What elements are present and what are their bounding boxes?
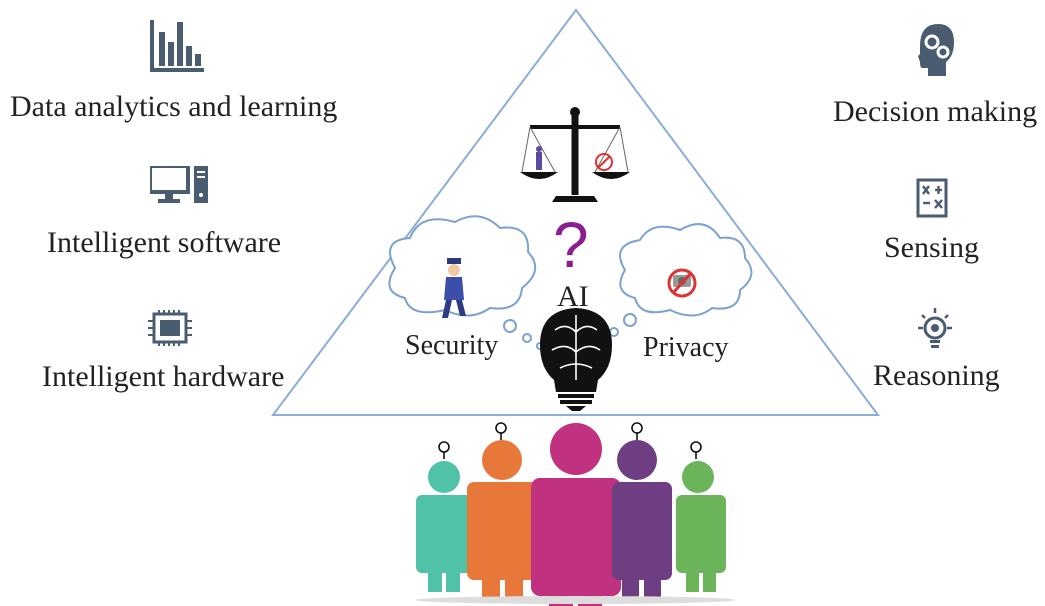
computer-icon: [150, 166, 208, 206]
lightbulb-icon: [914, 308, 956, 354]
left-item-label-1: Data analytics and learning: [10, 90, 338, 123]
balance-scale-icon: [520, 107, 630, 202]
formula-sheet-icon: [916, 178, 948, 218]
idea-bulbs: [438, 422, 702, 459]
right-item-label-2: Sensing: [884, 231, 980, 264]
chip-icon: [148, 310, 192, 346]
brain-lightbulb-icon: [540, 308, 612, 411]
person-1: [416, 461, 472, 592]
security-cloud: [388, 215, 544, 350]
people-group: [415, 422, 735, 606]
person-5: [676, 461, 726, 592]
ai-triangle: [271, 8, 880, 416]
bar-chart-icon: [150, 18, 204, 74]
privacy-label: Privacy: [643, 332, 729, 363]
head-gears-icon: [916, 22, 956, 76]
left-item-label-2: Intelligent software: [47, 226, 282, 259]
person-3: [531, 423, 621, 606]
right-item-label-1: Decision making: [833, 95, 1038, 128]
person-4: [612, 440, 672, 599]
question-mark: ?: [553, 209, 589, 281]
right-item-label-3: Reasoning: [873, 359, 1000, 392]
no-camera-icon: [667, 268, 697, 298]
ai-label: AI: [557, 280, 589, 313]
person-2: [467, 440, 537, 599]
security-label: Security: [405, 330, 499, 361]
left-item-label-3: Intelligent hardware: [42, 360, 285, 393]
policeman-icon: [442, 258, 466, 318]
